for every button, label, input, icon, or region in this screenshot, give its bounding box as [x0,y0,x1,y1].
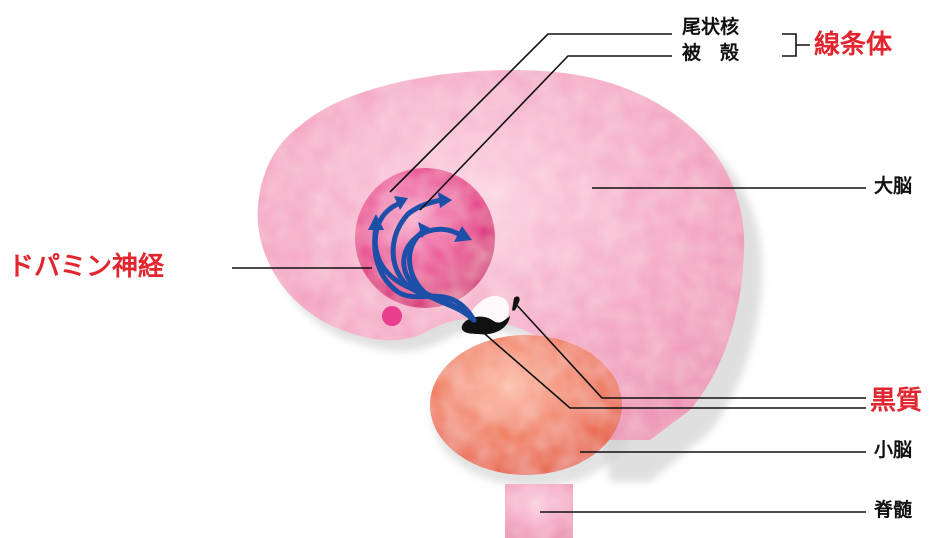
spinal-cord-shape [505,484,573,538]
caudate-label: 尾状核 [682,18,739,37]
cerebellum-shape [430,335,622,475]
substantia-nigra-label: 黒質 [870,388,922,414]
cerebellum-label: 小脳 [874,441,912,460]
dopamine-neuron-label: ドパミン神経 [8,254,164,280]
striatum-label: 線条体 [814,32,892,58]
striatum-bracket [782,34,810,56]
striatum-lower-bulb [382,306,402,326]
putamen-label: 被 殻 [682,44,739,63]
spinal-cord-label: 脊髄 [874,501,912,520]
cerebrum-label: 大脳 [874,177,912,196]
